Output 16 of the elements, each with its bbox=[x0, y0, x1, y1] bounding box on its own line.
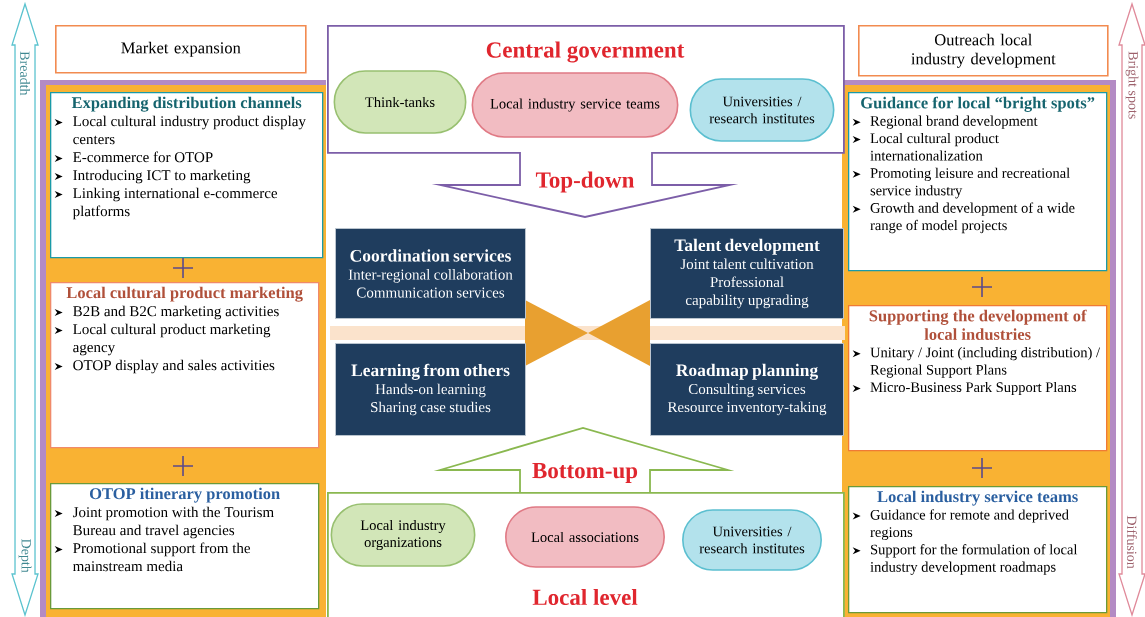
header-box: Outreach local industry development bbox=[858, 25, 1109, 77]
content-box: Local cultural product marketing B2B and B2C marketing activities Local cultural product marketing agency OTOP display and sales activities bbox=[50, 282, 320, 449]
header-box: Market expansion bbox=[55, 25, 307, 74]
direction-label: Depth bbox=[18, 539, 32, 573]
service-box: Talent development Joint talent cultivation Professional capability upgrading bbox=[650, 228, 844, 319]
content-box: Guidance for local “bright spots” Regional brand development Local cultural product internationalization Promoting leisure and recreational service industry Growth and development of a wide range of model projects bbox=[848, 92, 1108, 272]
service-box: Learning from others Hands-on learning Sharing case studies bbox=[335, 343, 526, 436]
content-box: OTOP itinerary promotion Joint promotion with the Tourism Bureau and travel agencies Promotional support from the mainstream media bbox=[50, 483, 320, 610]
content-box: Local industry service teams Guidance for remote and deprived regions Support for the formulation of local industry development roadmaps bbox=[848, 486, 1108, 614]
content-box: Expanding distribution channels Local cultural industry product display centers E-commerce for OTOP Introducing ICT to marketing Linking international e-commerce platforms bbox=[50, 92, 324, 259]
direction-label: Bright spots bbox=[1125, 51, 1139, 119]
direction-label: Breadth bbox=[20, 51, 30, 96]
service-box: Roadmap planning Consulting services Resource inventory-taking bbox=[650, 343, 844, 436]
direction-label: Diffusion bbox=[1127, 515, 1137, 569]
content-box: Supporting the development of local industries Unitary / Joint (including distribution) / Regional Support Plans Micro-Business Park Support Plans bbox=[848, 305, 1108, 452]
service-box: Coordination services Inter-regional collaboration Communication services bbox=[335, 228, 526, 319]
